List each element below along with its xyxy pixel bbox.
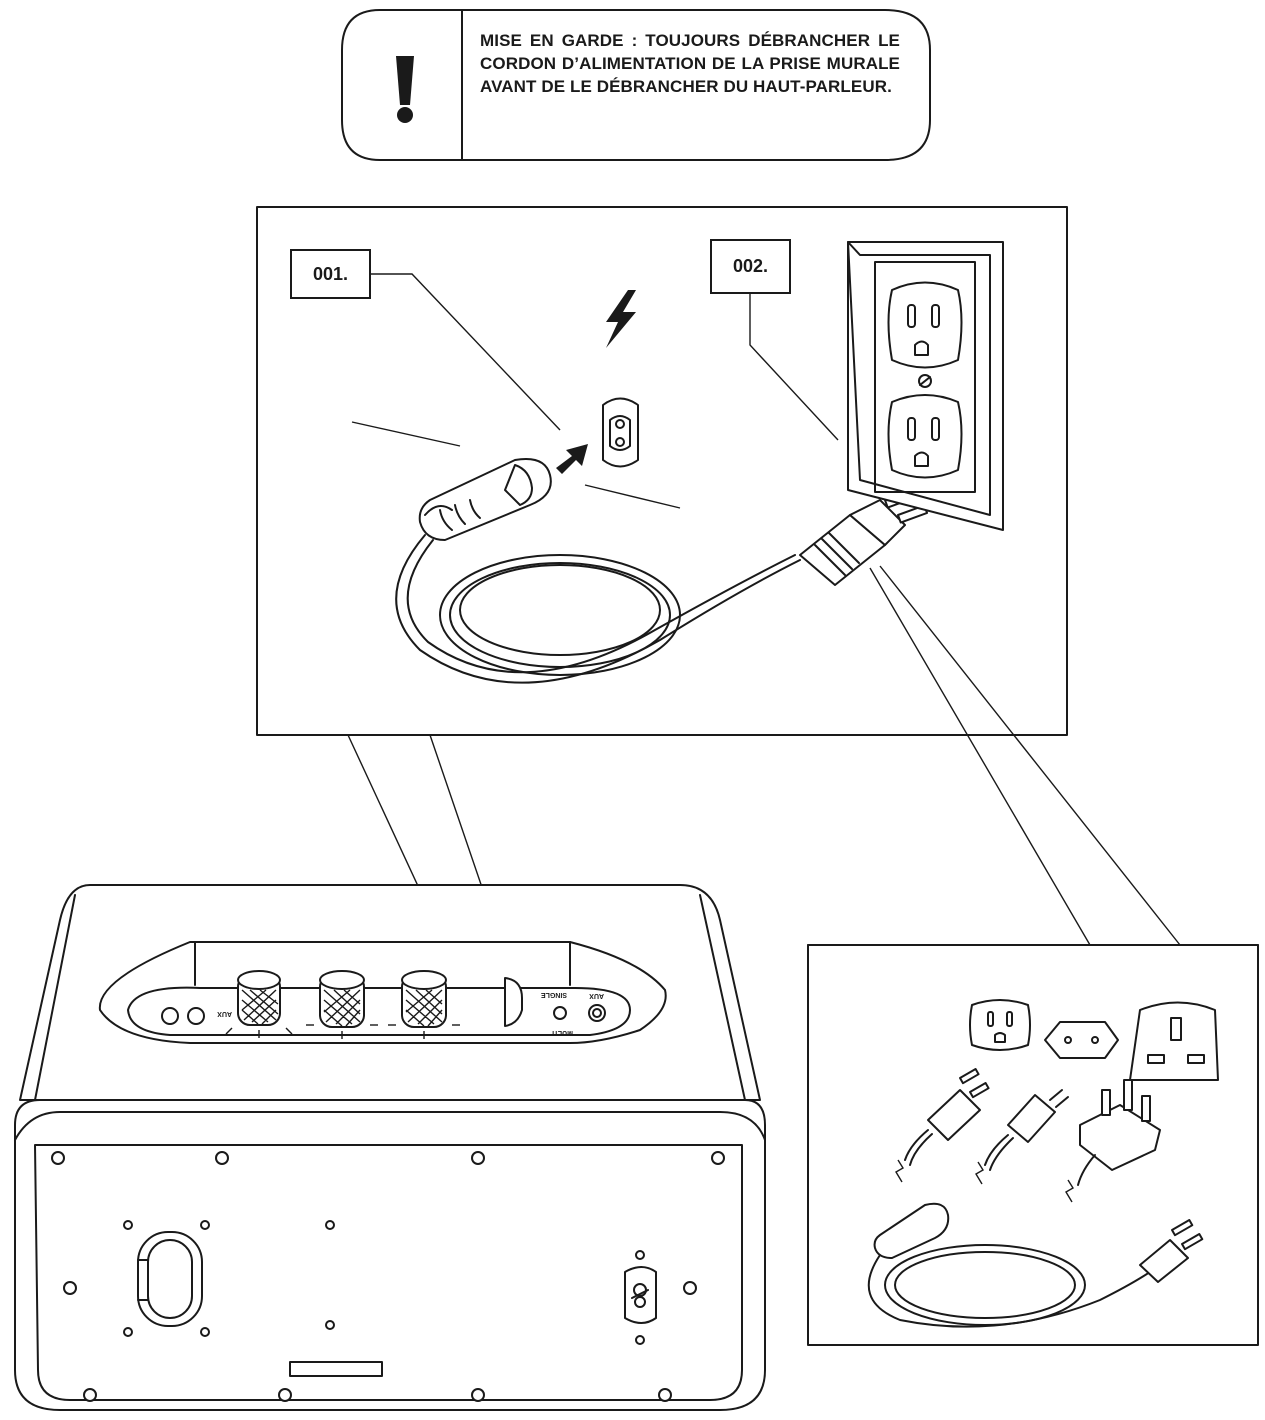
lightning-icon bbox=[606, 290, 636, 348]
leader-line-002 bbox=[749, 294, 839, 441]
wall-outlet-icon bbox=[847, 241, 1004, 531]
knob bbox=[319, 970, 365, 1028]
panel-button bbox=[161, 1007, 179, 1025]
cable-connector bbox=[418, 458, 552, 541]
step-label-001: 001. bbox=[290, 249, 371, 299]
arrow-icon bbox=[556, 444, 588, 474]
control-panel bbox=[98, 941, 667, 1044]
us-plug-icon bbox=[895, 1068, 990, 1183]
uk-outlet-icon bbox=[1129, 1001, 1219, 1081]
main-illustration-frame bbox=[256, 206, 1068, 736]
label-plate bbox=[289, 1361, 383, 1377]
aux-jack bbox=[588, 1004, 606, 1022]
panel-label-multi: MULTI bbox=[552, 1029, 573, 1036]
step-label-002: 002. bbox=[710, 239, 791, 294]
eu-outlet-icon bbox=[1044, 1021, 1119, 1059]
speaker-illustration: AUX SINGLE AUX MULTI bbox=[14, 884, 766, 1411]
small-cable-icon bbox=[867, 1202, 1204, 1328]
plug-variants-box bbox=[807, 944, 1259, 1346]
warning-box bbox=[341, 9, 931, 161]
bass-port bbox=[137, 1231, 203, 1327]
panel-label-single: SINGLE bbox=[541, 991, 567, 998]
panel-label-aux-left: AUX bbox=[217, 1010, 232, 1017]
mode-switch bbox=[553, 1006, 567, 1020]
eu-plug-icon bbox=[975, 1089, 1069, 1185]
us-outlet-icon bbox=[969, 999, 1031, 1051]
knob bbox=[504, 977, 523, 1027]
panel-label-aux-right: AUX bbox=[589, 992, 604, 999]
knob bbox=[237, 970, 281, 1026]
power-cable bbox=[395, 534, 801, 684]
warning-text: MISE EN GARDE : TOUJOURS DÉBRANCHER LE C… bbox=[480, 31, 900, 96]
exclamation-icon bbox=[396, 56, 414, 123]
panel-button bbox=[187, 1007, 205, 1025]
knob bbox=[401, 970, 447, 1028]
uk-plug-icon bbox=[1065, 1079, 1161, 1203]
screw-icon bbox=[51, 1151, 725, 1402]
power-inlet-icon bbox=[602, 397, 639, 468]
leader-line-001 bbox=[371, 273, 561, 431]
speaker-power-inlet bbox=[624, 1266, 657, 1324]
